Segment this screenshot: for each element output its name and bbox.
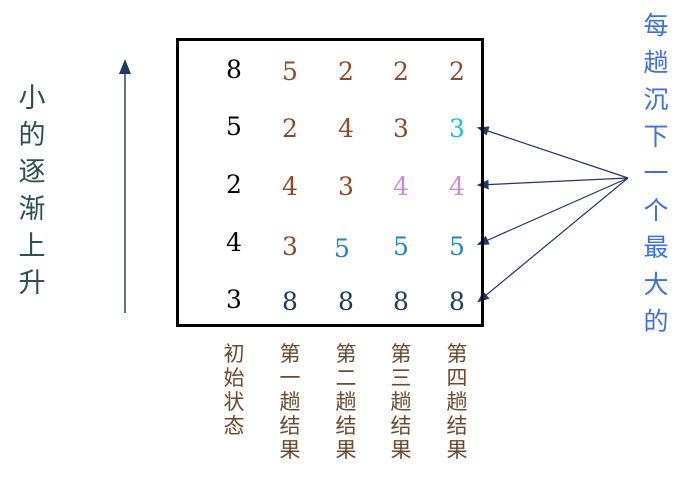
right-label-char: 每 [643, 11, 669, 40]
value-cell: 4 [449, 172, 465, 201]
value-cell: 8 [338, 287, 354, 316]
sort-grid-box [176, 38, 484, 327]
sunk-arrow-3 [476, 177, 629, 245]
left-label-char: 渐 [18, 194, 46, 225]
right-label-char: 个 [643, 196, 669, 225]
value-cell: 2 [338, 57, 354, 86]
left-label-char: 小 [18, 83, 46, 114]
value-cell: 8 [393, 287, 409, 316]
value-cell: 4 [338, 114, 354, 143]
right-label-char: 最 [643, 233, 669, 262]
sunk-arrow-4 [477, 177, 629, 303]
value-cell: 3 [393, 114, 409, 143]
value-cell: 5 [334, 234, 350, 263]
sunk-arrow-1 [476, 126, 629, 179]
right-label-char: 沉 [643, 85, 669, 114]
value-cell: 5 [226, 112, 242, 141]
value-cell: 8 [282, 287, 298, 316]
column-label: 第三趟结果 [390, 342, 412, 462]
left-label-char: 升 [18, 268, 46, 299]
value-cell: 3 [282, 232, 298, 261]
right-label-char: 下 [643, 122, 669, 151]
value-cell: 2 [393, 57, 409, 86]
value-cell: 2 [282, 114, 298, 143]
value-cell: 3 [338, 172, 354, 201]
right-label-char: 趟 [643, 48, 669, 77]
value-cell: 5 [449, 232, 465, 261]
left-label-char: 上 [18, 231, 46, 262]
value-cell: 4 [393, 172, 409, 201]
column-label: 第四趟结果 [446, 342, 468, 462]
column-label: 第二趟结果 [335, 342, 357, 462]
column-label: 第一趟结果 [279, 342, 301, 462]
value-cell: 2 [226, 170, 242, 199]
left-label-char: 的 [18, 120, 46, 151]
value-cell: 4 [282, 172, 298, 201]
right-label-char: 大 [643, 270, 669, 299]
column-label: 初始状态 [223, 342, 245, 438]
value-cell: 3 [449, 114, 465, 143]
left-label-char: 逐 [18, 157, 46, 188]
value-cell: 3 [226, 285, 242, 314]
value-cell: 4 [226, 228, 242, 257]
value-cell: 5 [282, 57, 298, 86]
value-cell: 8 [449, 287, 465, 316]
value-cell: 8 [226, 55, 242, 84]
value-cell: 5 [393, 232, 409, 261]
sunk-arrow-2 [476, 177, 629, 190]
value-cell: 2 [449, 57, 465, 86]
right-label-char: 一 [643, 159, 669, 188]
right-label-char: 的 [643, 307, 669, 336]
